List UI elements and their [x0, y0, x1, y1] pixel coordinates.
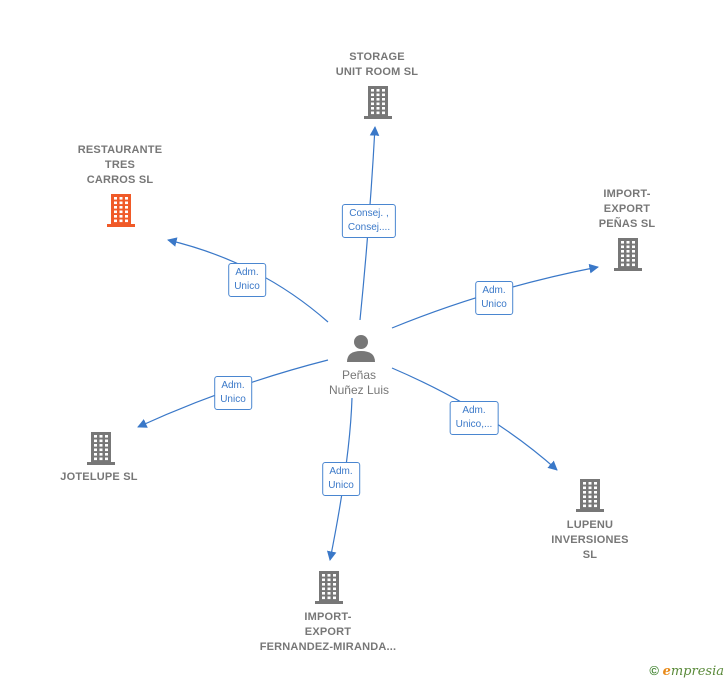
building-icon — [107, 194, 135, 227]
footer-brand: © empresia — [649, 663, 724, 679]
copyright-symbol: © — [649, 663, 659, 678]
company-name-restaurante[interactable]: RESTAURANTE TRES CARROS SL — [77, 143, 163, 186]
relation-label-lupenu[interactable]: Adm. Unico,... — [449, 401, 499, 435]
relation-label-import-export-penas[interactable]: Adm. Unico — [475, 281, 513, 315]
company-name-import-export-fernandez[interactable]: IMPORT- EXPORT FERNANDEZ-MIRANDA... — [259, 610, 397, 653]
center-person-name[interactable]: Peñas Nuñez Luis — [328, 368, 390, 397]
company-name-jotelupe[interactable]: JOTELUPE SL — [60, 470, 138, 483]
building-icon — [87, 432, 115, 465]
company-icon-import-export-fernandez[interactable] — [313, 569, 345, 610]
company-icon-storage[interactable] — [362, 84, 394, 125]
relation-label-storage[interactable]: Consej. , Consej.... — [341, 204, 397, 238]
company-name-import-export-penas[interactable]: IMPORT- EXPORT PEÑAS SL — [598, 187, 656, 230]
building-icon — [614, 238, 642, 271]
building-icon — [576, 479, 604, 512]
brand-initial: e — [662, 664, 671, 679]
person-icon — [347, 335, 375, 362]
company-name-storage[interactable]: STORAGE UNIT ROOM SL — [335, 51, 419, 78]
company-icon-lupenu[interactable] — [574, 477, 606, 518]
building-icon — [315, 571, 343, 604]
company-icon-restaurante[interactable] — [105, 192, 137, 233]
company-icon-jotelupe[interactable] — [85, 430, 117, 471]
center-person[interactable] — [346, 333, 376, 368]
relation-label-restaurante[interactable]: Adm. Unico — [228, 263, 266, 297]
company-name-lupenu[interactable]: LUPENU INVERSIONES SL — [551, 518, 629, 561]
brand-name: mpresia — [670, 664, 724, 679]
building-icon — [364, 86, 392, 119]
company-icon-import-export-penas[interactable] — [612, 236, 644, 277]
relation-label-jotelupe[interactable]: Adm. Unico — [214, 376, 252, 410]
relation-label-import-export-fernandez[interactable]: Adm. Unico — [322, 462, 360, 496]
